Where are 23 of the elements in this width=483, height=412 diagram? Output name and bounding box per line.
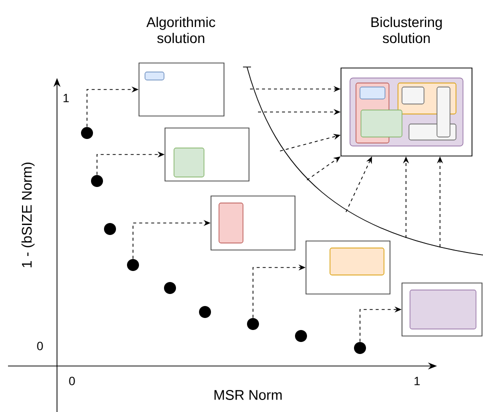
- data-point: [104, 223, 116, 235]
- data-point: [354, 342, 366, 354]
- data-point: [164, 282, 176, 294]
- solution-box: [402, 282, 482, 336]
- tick-label: 0: [37, 342, 43, 350]
- solution-box: [210, 196, 296, 250]
- heading: Algorithmic solution: [146, 16, 216, 44]
- solution-box: [340, 68, 472, 156]
- axis-label: MSR Norm: [214, 390, 282, 400]
- solution-box: [306, 240, 390, 294]
- data-point: [91, 175, 103, 187]
- data-point: [199, 306, 211, 318]
- tick-label: 0: [69, 376, 75, 386]
- axis-label: 1 - (bSIZE Norm): [21, 162, 35, 268]
- tick-label: 1: [64, 94, 69, 102]
- solution-box: [164, 128, 250, 182]
- data-point: [247, 318, 259, 330]
- data-point: [295, 330, 307, 342]
- solution-box: [138, 62, 224, 116]
- data-point: [81, 127, 93, 139]
- heading: Biclustering solution: [371, 16, 442, 44]
- tick-label: 1: [414, 376, 420, 386]
- data-point: [127, 259, 139, 271]
